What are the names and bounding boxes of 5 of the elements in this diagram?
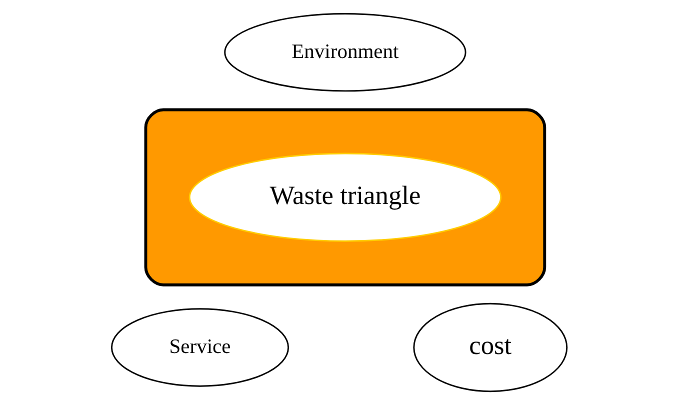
node-ellipse: Waste triangle	[188, 152, 502, 242]
node-ellipse: Environment	[224, 12, 466, 92]
cluster	[144, 108, 546, 286]
node-ellipse: Service	[110, 308, 290, 387]
node-ellipse: cost	[413, 302, 568, 392]
